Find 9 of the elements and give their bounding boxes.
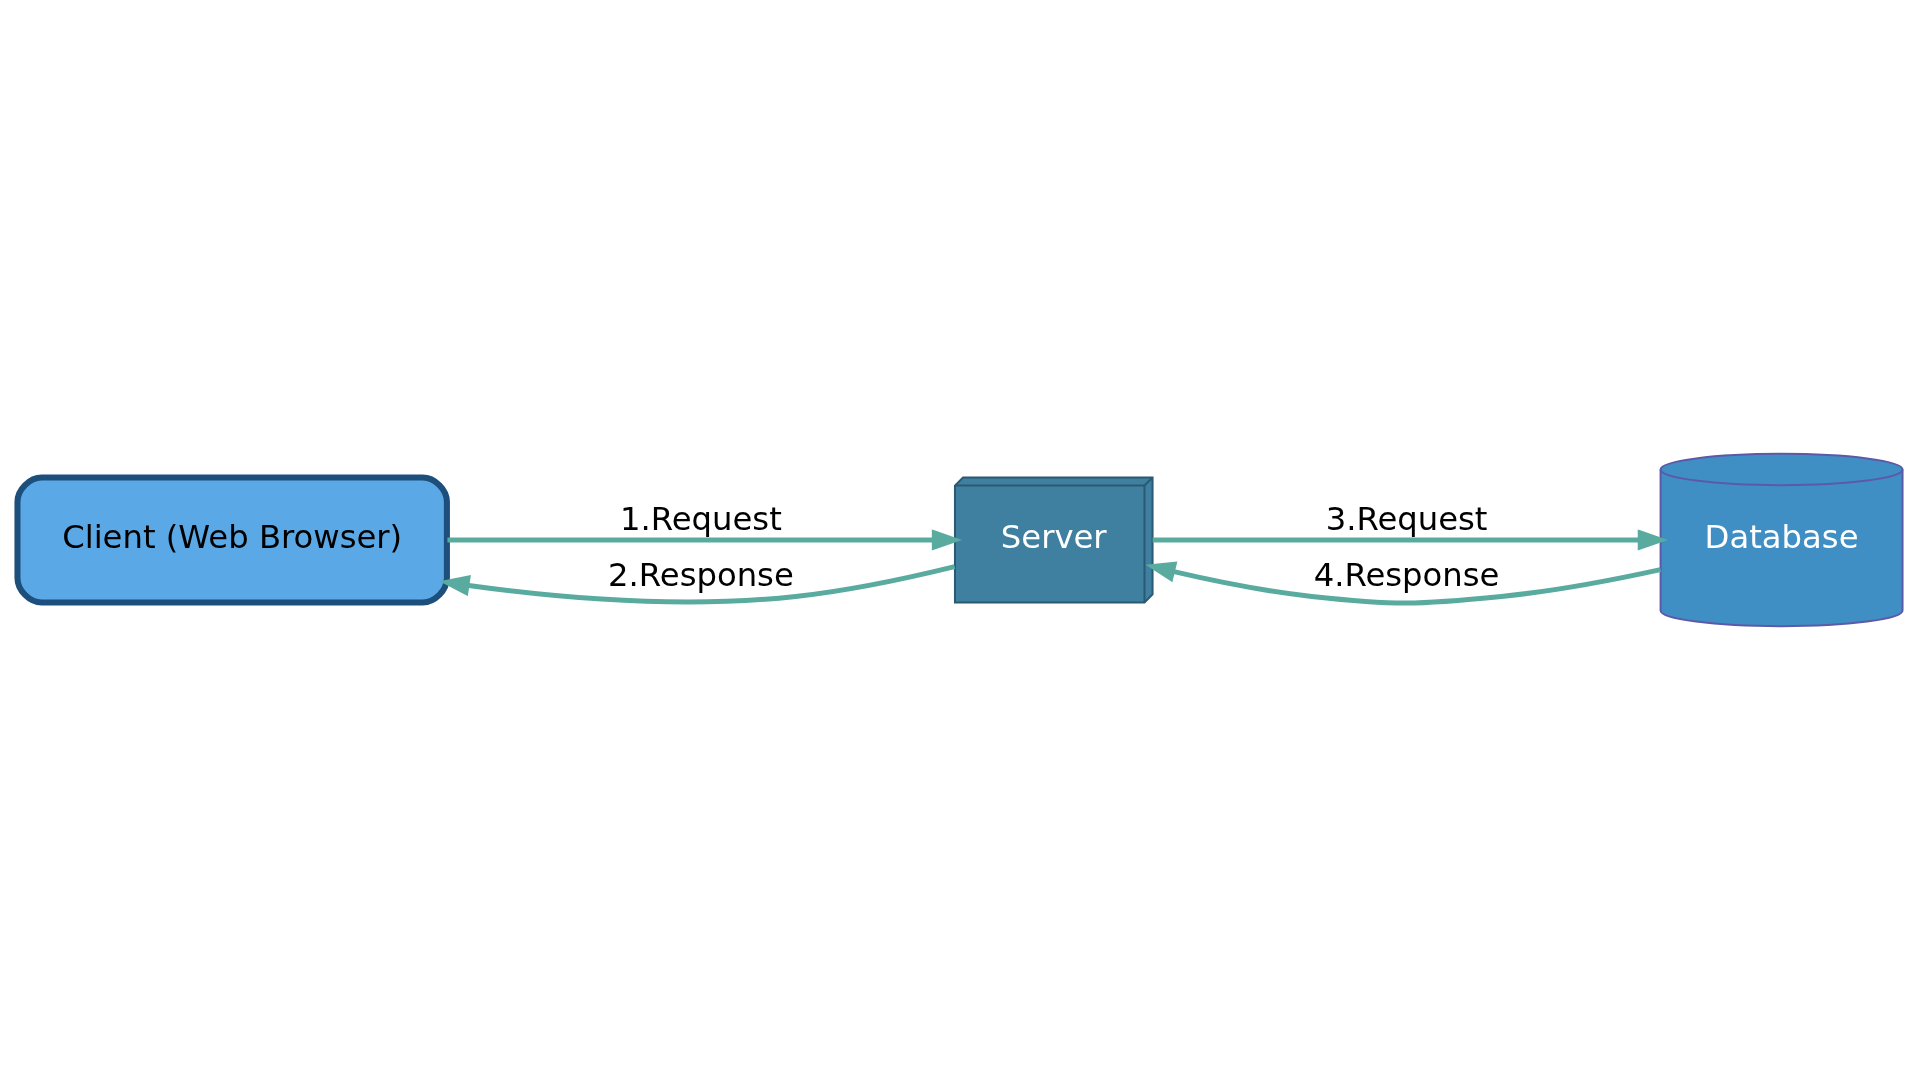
- arrow: [1152, 529, 1669, 551]
- arrow: [1145, 561, 1662, 606]
- edge-label: 3.Request: [1325, 499, 1488, 538]
- edge-label: 4.Response: [1313, 555, 1500, 594]
- arrow: [447, 529, 963, 551]
- arrow: [439, 564, 956, 605]
- edge-label: 1.Request: [620, 499, 782, 538]
- edge-label: 2.Response: [608, 555, 794, 594]
- node-box: Client (Web Browser): [14, 474, 450, 606]
